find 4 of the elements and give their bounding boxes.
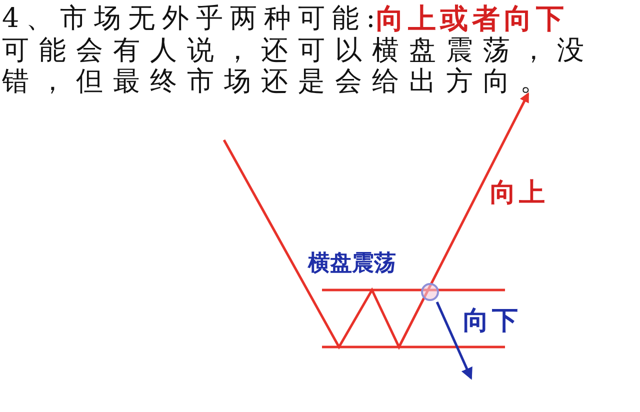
body-text: 可能会有人说，还可以横盘震荡，没错，但最终市场还是会给出方向。 bbox=[2, 35, 595, 97]
down-label: 向下 bbox=[463, 308, 521, 334]
up-label: 向上 bbox=[490, 180, 548, 206]
range-label: 横盘震荡 bbox=[308, 252, 396, 274]
